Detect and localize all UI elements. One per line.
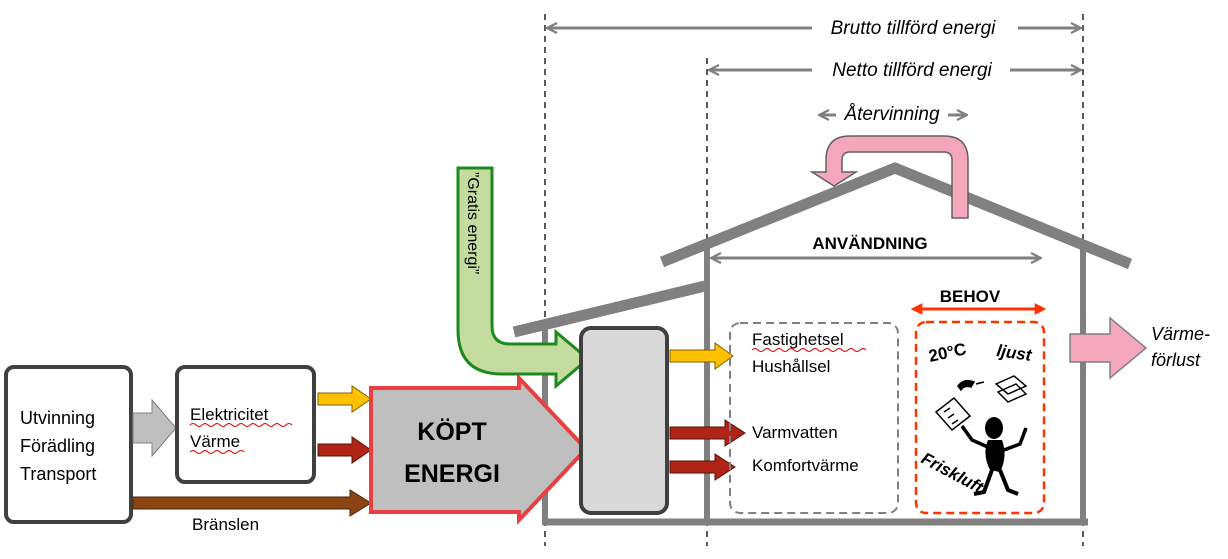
dancing-figure-icon <box>960 417 1028 496</box>
source-box <box>4 365 133 524</box>
phone-icon <box>957 379 985 392</box>
annex-roof <box>512 280 707 338</box>
need-temperature: 20°C <box>927 339 968 365</box>
conversion-box <box>175 365 316 484</box>
laptop-icon <box>934 396 972 432</box>
spellcheck-underline-2 <box>189 450 245 454</box>
use-el-line-1: Fastighetsel <box>752 330 844 349</box>
conversion-line-2: Värme <box>190 432 240 451</box>
recovery-label: Återvinning <box>843 104 939 125</box>
need-box <box>914 320 1046 515</box>
house-roof <box>659 162 1133 270</box>
central-unit <box>579 326 669 515</box>
bought-line-2: ENERGI <box>404 460 500 488</box>
fuel-label: Bränslen <box>192 515 259 534</box>
source-line-2: Förädling <box>20 436 95 456</box>
need-air: Friskluft <box>918 449 987 498</box>
use-heat-line-2: Komfortvärme <box>752 456 859 475</box>
source-to-conversion-arrow <box>132 398 177 458</box>
netto-label: Netto tillförd energi <box>832 60 992 81</box>
usage-box <box>729 322 899 514</box>
source-line-3: Transport <box>20 464 96 484</box>
recovery-bent-arrow <box>809 135 969 219</box>
spellcheck-underline-1 <box>189 423 293 427</box>
use-el-line-2: Hushållsel <box>752 357 830 376</box>
books-icon <box>994 375 1028 403</box>
conversion-line-1: Elektricitet <box>190 405 269 424</box>
usage-label: ANVÄNDNING <box>812 234 927 253</box>
electric-arrow-left <box>317 385 372 413</box>
free-energy-label: ”Gratis energi” <box>464 172 481 274</box>
fuel-arrow <box>132 489 372 517</box>
need-light: ljust <box>995 341 1034 365</box>
bought-energy-arrow <box>369 372 589 526</box>
bought-line-1: KÖPT <box>417 417 486 446</box>
electric-arrow-right <box>669 342 734 370</box>
heat-loss-line-2: förlust <box>1151 350 1201 370</box>
heat-loss-arrow <box>1069 316 1148 380</box>
source-line-1: Utvinning <box>20 408 95 428</box>
heat-loss-line-1: Värme- <box>1151 324 1210 344</box>
brutto-label: Brutto tillförd energi <box>831 18 997 39</box>
use-heat-line-1: Varmvatten <box>752 423 838 442</box>
spellcheck-underline-3 <box>751 348 867 352</box>
heat-arrow-right-1 <box>669 419 746 447</box>
heat-arrow-left <box>317 436 372 464</box>
heat-arrow-right-2 <box>669 453 736 481</box>
need-label: BEHOV <box>940 287 1001 306</box>
